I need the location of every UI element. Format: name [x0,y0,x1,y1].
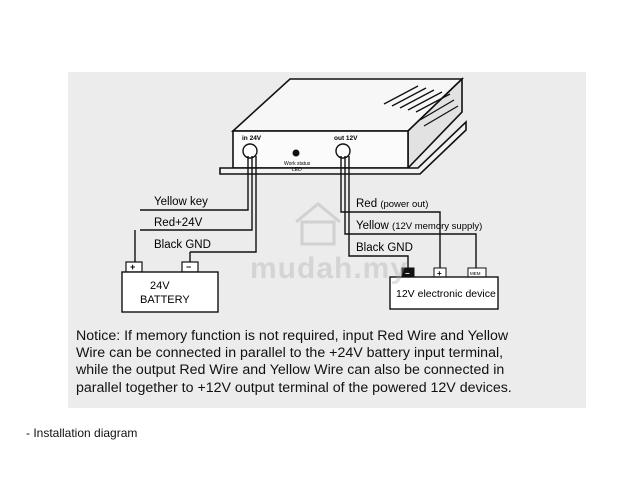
output-label: out 12V [334,135,358,142]
battery-minus-icon: − [186,262,191,272]
notice-line: Notice: If memory function is not requir… [76,328,509,344]
notice-line: Wire can be connected in parallel to the… [76,345,504,362]
input-terminal-icon [242,143,258,159]
led-label-2: LED [292,167,302,173]
load-device [389,267,499,310]
converter-box [219,77,467,175]
battery-plus-icon: + [130,262,135,272]
status-led-icon [292,149,300,157]
notice-line: while the output Red Wire and Yellow Wir… [76,362,505,379]
watermark-text: mudah.my [250,252,409,285]
input-wires [134,156,257,262]
vent-slots [383,85,459,127]
load-device-name: 12V electronic device [396,288,496,300]
led-label: Work status [284,161,311,167]
black-gnd-input-label: Black GND [154,239,211,251]
caption: - Installation diagram [26,426,138,440]
input-label: in 24V [242,135,262,142]
load-plus-icon: + [437,269,442,278]
yellow-key-label: Yellow key [154,196,208,208]
battery-name: BATTERY [140,294,190,306]
watermark-house-icon [295,202,341,246]
red-output-label: Red (power out) [356,198,428,210]
output-terminal-icon [335,143,351,159]
red-24v-label: Red+24V [154,217,203,229]
notice-line: parallel together to +12V output termina… [76,379,512,396]
battery [121,261,219,313]
load-mem-terminal: MEM [470,271,481,276]
battery-voltage: 24V [150,280,170,292]
yellow-output-label: Yellow (12V memory supply) [356,220,482,232]
notice-text: Notice: If memory function is not requir… [76,328,586,397]
black-gnd-output-label: Black GND [356,242,413,254]
load-minus-icon: − [405,269,410,278]
output-wires [340,156,477,268]
